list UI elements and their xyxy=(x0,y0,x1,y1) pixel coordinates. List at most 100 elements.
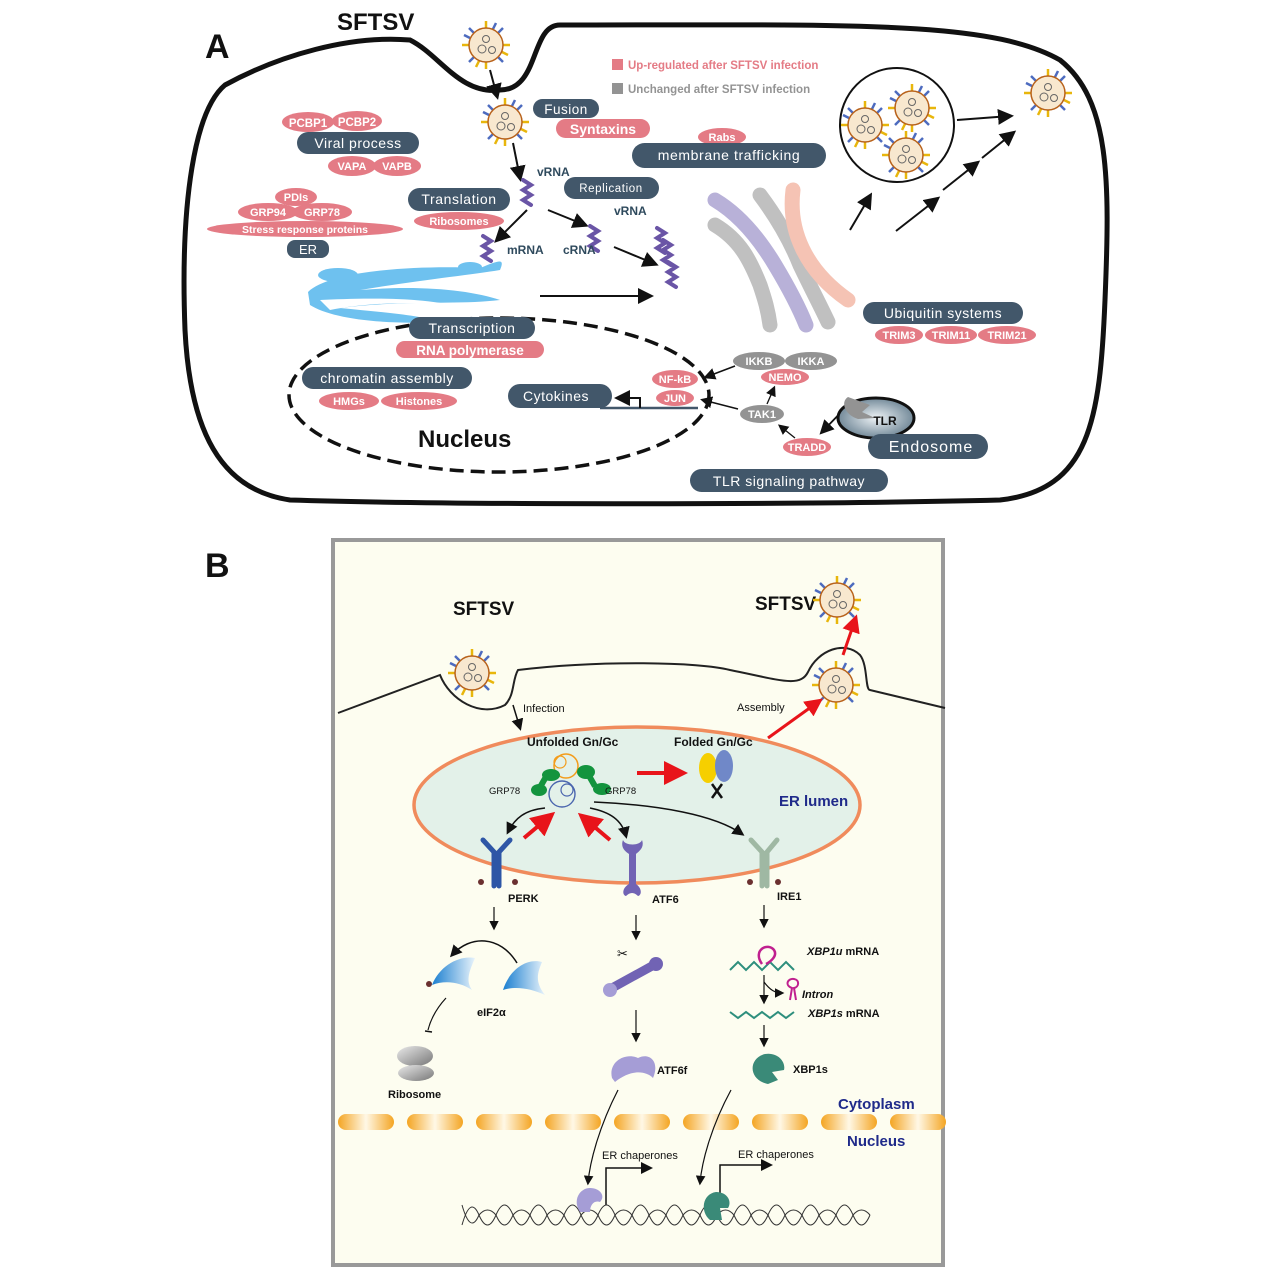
intron-loop-icon xyxy=(757,945,777,966)
release-arrow-b xyxy=(841,614,860,656)
svg-text:HMGs: HMGs xyxy=(333,396,365,408)
svg-text:TRIM11: TRIM11 xyxy=(932,330,971,342)
svg-text:JUN: JUN xyxy=(664,393,686,405)
svg-text:NF-kB: NF-kB xyxy=(659,374,691,386)
svg-text:GRP94: GRP94 xyxy=(250,207,287,219)
svg-text:NEMO: NEMO xyxy=(769,372,802,384)
golgi-to-vesicle-arrow xyxy=(849,192,873,231)
xbp1u-label: XBP1u mRNA xyxy=(806,946,879,958)
plasma-membrane xyxy=(337,646,946,714)
dna-double-helix xyxy=(461,1204,871,1226)
atf6-cleaved-icon xyxy=(607,961,657,993)
cell-membrane xyxy=(181,22,1110,507)
phospho-icon xyxy=(426,981,432,987)
arrow-to-perk xyxy=(506,807,546,835)
category-replication xyxy=(564,177,659,199)
assembly-arrow xyxy=(767,698,823,740)
assembly-label: Assembly xyxy=(737,702,785,714)
svg-text:PCBP1: PCBP1 xyxy=(289,118,328,130)
phospho-icon xyxy=(747,879,753,885)
svg-text:Transcription: Transcription xyxy=(429,320,516,336)
transcription-arrow-2 xyxy=(719,1159,773,1205)
nuclear-pore-segment xyxy=(614,1114,670,1130)
arrow-to-crna xyxy=(547,209,589,228)
svg-text:GRP78: GRP78 xyxy=(304,207,340,219)
label-vrna-right: vRNA xyxy=(614,204,647,218)
atf6f-icon xyxy=(611,1056,656,1082)
category-chromatin-assembly xyxy=(302,367,472,389)
tlr-receptor-icon xyxy=(844,397,875,419)
svg-text:Cytokines: Cytokines xyxy=(523,388,589,404)
legend-swatch-unchanged xyxy=(612,83,623,94)
eif2a-label: eIF2α xyxy=(477,1007,506,1019)
nuclear-pore-segment xyxy=(338,1114,394,1130)
protein-hmgs xyxy=(319,392,379,410)
svg-text:chromatin assembly: chromatin assembly xyxy=(320,370,454,386)
atf6-label: ATF6 xyxy=(652,894,679,906)
nuclear-pore-segment xyxy=(890,1114,946,1130)
arrow-to-vrna-pool xyxy=(613,246,659,267)
category-translation xyxy=(408,188,510,211)
virion-1 xyxy=(839,99,891,151)
fusion-text: Fusion xyxy=(544,102,588,117)
svg-text:PDIs: PDIs xyxy=(284,192,308,204)
er-organelle xyxy=(308,261,502,323)
nucleus-label: Nucleus xyxy=(418,426,511,453)
unfolded-protein-icon xyxy=(548,753,579,808)
grp78-left-label: GRP78 xyxy=(489,786,520,797)
label-vrna-top: vRNA xyxy=(537,165,570,179)
svg-text:IKKA: IKKA xyxy=(798,356,825,368)
tlr-label: TLR xyxy=(873,414,897,428)
syntaxins-text: Syntaxins xyxy=(570,121,636,137)
panel-b-frame xyxy=(331,538,945,1267)
svg-text:TRIM21: TRIM21 xyxy=(987,330,1026,342)
protein-syntaxins xyxy=(556,119,650,138)
legend-swatch-up xyxy=(612,59,623,70)
svg-text:membrane trafficking: membrane trafficking xyxy=(658,147,800,163)
protein-tradd xyxy=(783,438,831,456)
category-ubiquitin xyxy=(863,302,1023,324)
virus-label-b-left: SFTSV xyxy=(453,599,515,620)
svg-text:Ribosomes: Ribosomes xyxy=(429,216,488,228)
golgi-apparatus xyxy=(707,182,856,333)
atf6f-bound-icon xyxy=(576,1188,603,1212)
protein-grp94 xyxy=(238,203,298,221)
atf6f-label: ATF6f xyxy=(657,1065,688,1077)
entry-arrow xyxy=(486,69,502,100)
nuclear-membrane xyxy=(338,1114,946,1130)
xbp1s-protein-icon xyxy=(752,1053,785,1084)
xbp1s-protein-label: XBP1s xyxy=(793,1064,828,1076)
infection-label: Infection xyxy=(523,703,565,715)
arrow-to-atf6 xyxy=(589,807,630,839)
category-viral-process xyxy=(297,132,419,154)
svg-text:Translation: Translation xyxy=(421,191,496,207)
folded-protein-icon xyxy=(699,750,733,799)
svg-text:TRADD: TRADD xyxy=(788,442,827,454)
arrow-to-mrna xyxy=(494,209,528,243)
er-chaperones-label-2: ER chaperones xyxy=(738,1149,814,1161)
category-membrane-trafficking xyxy=(632,143,826,168)
perk-feedback-arrow xyxy=(522,811,556,840)
virion-2 xyxy=(886,82,938,134)
phospho-icon xyxy=(775,879,781,885)
svg-text:TRIM3: TRIM3 xyxy=(883,330,916,342)
scissors-icon: ✂ xyxy=(617,946,628,961)
svg-text:IKKB: IKKB xyxy=(746,356,773,368)
release-arrow-1 xyxy=(956,108,1014,125)
nuclear-pore-segment xyxy=(476,1114,532,1130)
atf6-receptor-icon xyxy=(622,840,643,896)
viral-process-group: PCBP1 PCBP2 Viral process VAPA VAPB xyxy=(282,111,421,176)
phospho-icon xyxy=(478,879,484,885)
svg-text:ER: ER xyxy=(299,242,317,257)
protein-vapa xyxy=(328,156,376,176)
secretion-arrow-b xyxy=(942,160,981,191)
ire1-receptor-icon xyxy=(748,837,780,889)
svg-text:VAPA: VAPA xyxy=(338,161,367,173)
nuclear-pore-segment xyxy=(407,1114,463,1130)
tf-nfkb xyxy=(652,370,698,388)
protein-nemo xyxy=(761,369,809,385)
svg-text:PCBP2: PCBP2 xyxy=(338,117,376,129)
virion-3 xyxy=(880,129,932,181)
er-chaperones-label-1: ER chaperones xyxy=(602,1150,678,1162)
